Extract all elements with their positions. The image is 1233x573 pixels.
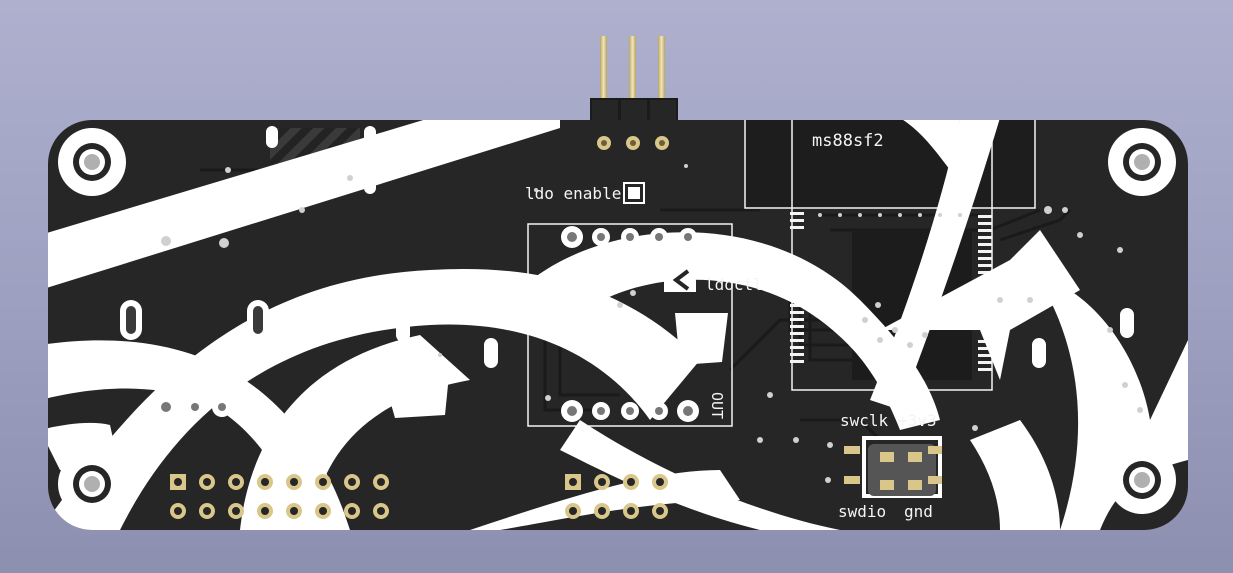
silkscreen-art bbox=[48, 120, 1188, 530]
label-swdio: swdio bbox=[838, 502, 886, 521]
through-hole-pad-icon bbox=[155, 226, 699, 422]
chevron-left-icon bbox=[664, 268, 696, 292]
label-module-ms88sf2: ms88sf2 bbox=[812, 131, 884, 151]
label-3v3: +3v3 bbox=[898, 411, 937, 430]
top-header-pads bbox=[597, 136, 669, 150]
mounting-hole-icon bbox=[1108, 446, 1176, 514]
label-gnd: gnd bbox=[904, 502, 933, 521]
bottom-middle-header bbox=[565, 474, 668, 519]
label-ldo-enable: ldo enable bbox=[525, 184, 621, 203]
mounting-hole-icon bbox=[1108, 128, 1176, 196]
top-pin-header bbox=[590, 36, 678, 122]
vias bbox=[161, 164, 1143, 483]
mounting-hole-icon bbox=[58, 128, 126, 196]
mounting-hole-icon bbox=[58, 450, 126, 518]
label-swclk: swclk bbox=[840, 411, 889, 430]
swd-connector bbox=[844, 436, 942, 498]
bottom-left-header bbox=[170, 474, 389, 519]
ldo-enable-jumper bbox=[623, 182, 645, 204]
label-ldoctl: ldoctl bbox=[705, 275, 763, 294]
label-out: OUT bbox=[708, 392, 726, 419]
